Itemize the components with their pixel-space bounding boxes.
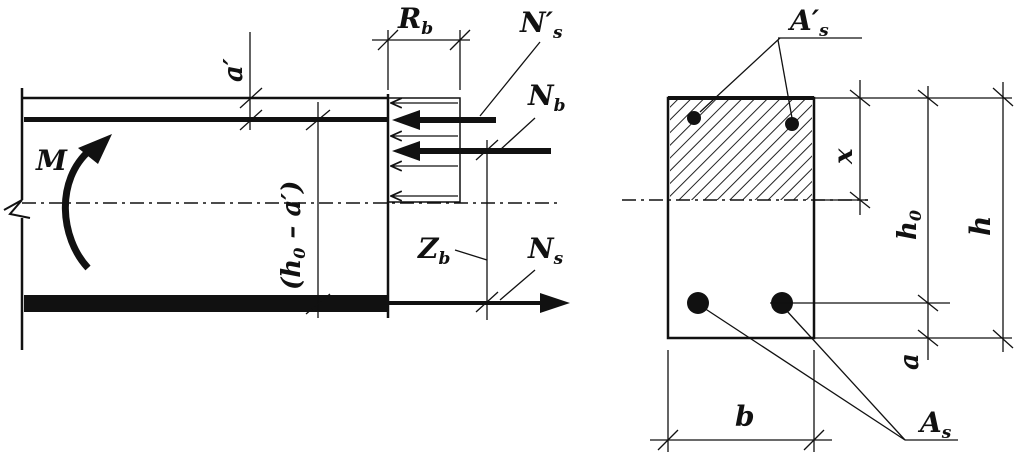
- leader-N-s: [499, 269, 536, 301]
- leader-N-b: [499, 117, 536, 151]
- dim-a-prime: [239, 32, 263, 131]
- labels: a′ Rb N′s Nb M (h0 – a′) Zb Ns A′s x h0 …: [35, 2, 997, 443]
- compression-bar-right: [785, 117, 799, 131]
- label-A-s: As: [917, 406, 952, 443]
- label-h0: h0: [893, 210, 925, 240]
- tension-rebar: [24, 295, 388, 312]
- label-h: h: [964, 216, 997, 236]
- label-x: x: [829, 148, 859, 165]
- dim-R-b: [372, 29, 471, 90]
- label-M: M: [35, 144, 68, 177]
- label-N-s: Ns: [527, 232, 564, 269]
- leader-Z-b: [454, 249, 488, 261]
- dim-h0: [917, 86, 939, 318]
- tension-bar-left: [687, 292, 709, 314]
- label-N-b: Nb: [527, 79, 565, 116]
- moment-arrow: [61, 134, 112, 271]
- dim-h: [992, 82, 1014, 352]
- force-N-s-arrow: [388, 293, 570, 313]
- dim-a: [917, 318, 939, 360]
- dim-Z-b: [475, 139, 499, 320]
- force-N-s-prime-arrow: [392, 110, 496, 130]
- label-h0-minus-a-prime: (h0 – a′): [277, 181, 309, 290]
- stress-arrows: [391, 103, 458, 196]
- dim-h0-minus-a-prime: [305, 102, 331, 318]
- label-A-s-prime: A′s: [787, 4, 829, 41]
- compression-rebar: [24, 117, 388, 122]
- dim-x: [849, 80, 871, 215]
- break-mark: [3, 199, 31, 219]
- label-a: a: [895, 353, 925, 370]
- compression-bar-left: [687, 111, 701, 125]
- label-N-s-prime: N′s: [519, 6, 563, 43]
- label-R-b: Rb: [397, 2, 433, 39]
- beam-elevation: [3, 29, 570, 350]
- label-b: b: [735, 400, 755, 433]
- cross-section: [622, 37, 1014, 452]
- force-N-b-arrow: [392, 141, 551, 161]
- leader-N-s-prime: [479, 41, 541, 117]
- label-Z-b: Zb: [417, 232, 450, 269]
- label-a-prime: a′: [219, 58, 249, 82]
- dim-b: [650, 350, 832, 452]
